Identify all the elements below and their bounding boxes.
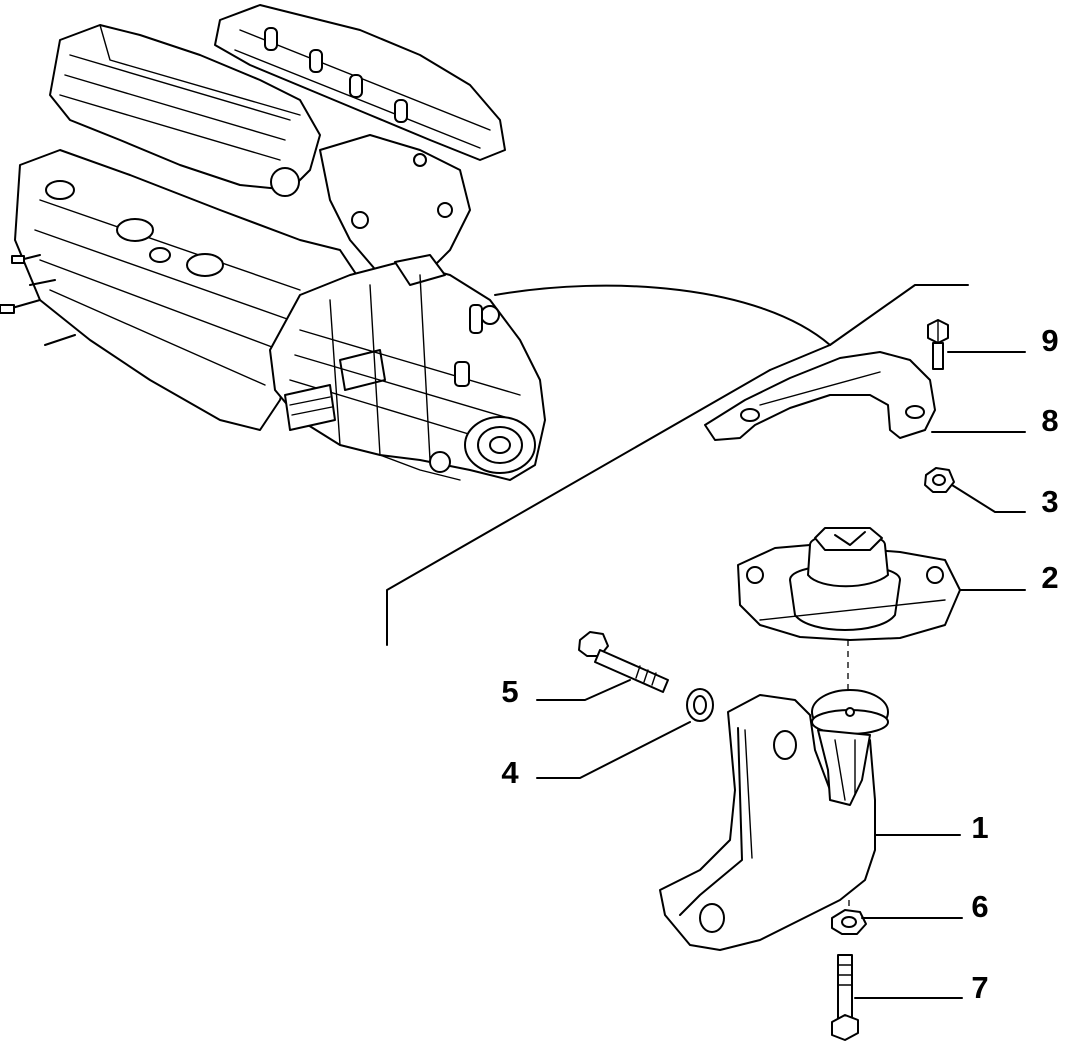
- bolt-icon: [578, 631, 669, 693]
- callout-number-4: 4: [501, 755, 519, 790]
- callout-number-8: 8: [1041, 403, 1059, 438]
- callout-number-1: 1: [971, 810, 989, 845]
- bolt-icon: [927, 319, 949, 370]
- callout-number-9: 9: [1041, 323, 1059, 358]
- callout-number-6: 6: [971, 889, 989, 924]
- engine-gearbox-assembly-icon: [0, 4, 546, 481]
- callout-number-7: 7: [971, 970, 989, 1005]
- retaining-strap-icon: [704, 351, 936, 441]
- nut-icon: [924, 467, 955, 493]
- mount-bracket-icon: [659, 689, 889, 951]
- bolt-icon: [831, 954, 859, 1041]
- callout-number-3: 3: [1041, 484, 1059, 519]
- assembly-leader-lines: [386, 284, 969, 646]
- nut-icon: [831, 909, 867, 935]
- callout-number-2: 2: [1041, 560, 1059, 595]
- rubber-mount-icon: [737, 527, 961, 641]
- washer-icon: [686, 688, 714, 722]
- callout-number-5: 5: [501, 674, 519, 709]
